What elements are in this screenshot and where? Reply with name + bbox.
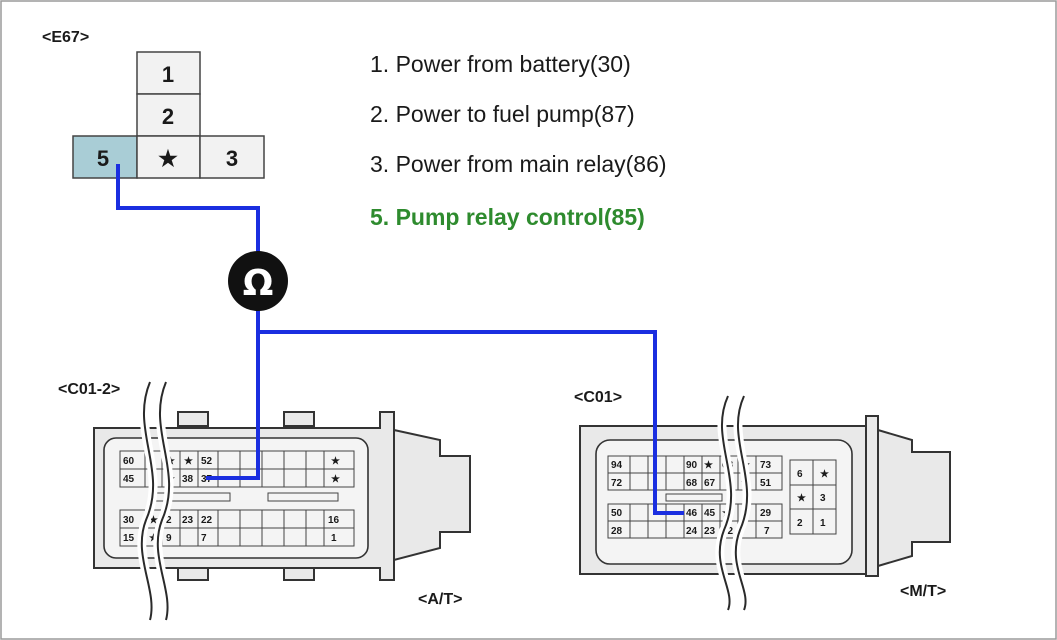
relay-pin-star-cell [136, 135, 201, 179]
pin-label: 51 [760, 478, 772, 489]
pin-label: ★ [704, 460, 713, 471]
connector-mt-flange [865, 415, 879, 577]
connector-at-latch [283, 411, 315, 427]
pin-label: 1 [820, 518, 826, 529]
relay-pin-5: 5 [97, 146, 109, 171]
connector-mt-key-slot [665, 493, 723, 502]
pin-label: 7 [764, 526, 770, 537]
connector-at-label: <C01-2> [58, 381, 120, 398]
pin-label: 9 [166, 533, 172, 544]
pin-label: ★ [797, 493, 806, 504]
pin-label: 90 [686, 460, 698, 471]
pin-label: 23 [182, 515, 194, 526]
connector-mt: 94 90 ★ 68 ★ 73 72 68 67 6 ★ 51 50 46 45… [579, 415, 951, 577]
connector-mt-variant: <M/T> [900, 583, 946, 600]
pin-label: 28 [611, 526, 623, 537]
connector-mt-grid [607, 455, 783, 539]
relay-label: <E67> [42, 29, 89, 46]
pin-label: ★ [820, 469, 829, 480]
pin-label: 38 [182, 474, 194, 485]
legend-line-5-highlight: 5. Pump relay control(85) [370, 204, 645, 230]
pin-label: 45 [704, 508, 716, 519]
legend-line-1: 1. Power from battery(30) [370, 51, 631, 77]
pin-46-label: 46 [686, 508, 698, 519]
pin-label: 2 [166, 515, 172, 526]
pin-label: 23 [704, 526, 716, 537]
pin-label: 22 [201, 515, 213, 526]
pin-label: 72 [611, 478, 623, 489]
connector-at-shroud [393, 428, 471, 562]
pin-label: 68 [686, 478, 698, 489]
legend-line-3: 3. Power from main relay(86) [370, 151, 667, 177]
pin-label: 45 [123, 474, 135, 485]
connector-mt-side-grid [789, 459, 837, 535]
pin-label: 7 [201, 533, 207, 544]
connector-mt-label: <C01> [574, 389, 622, 406]
pin-label: 60 [123, 456, 135, 467]
pin-label: 94 [611, 460, 623, 471]
pin-label: 15 [123, 533, 135, 544]
relay-pin-star: ★ [158, 146, 178, 171]
pin-label: 30 [123, 515, 135, 526]
pin-label: ★ [331, 456, 340, 467]
pin-label: 2 [797, 518, 803, 529]
connector-at-variant: <A/T> [418, 591, 462, 608]
pin-label: 1 [331, 533, 337, 544]
relay-pin-3-cell [199, 135, 265, 179]
pin-label: 29 [760, 508, 772, 519]
connector-mt-shroud [877, 428, 951, 568]
relay-pin-1-cell [136, 51, 201, 95]
relay-pin-2: 2 [162, 104, 174, 129]
pin-label: 52 [201, 456, 213, 467]
wire-relay-to-meter [116, 164, 260, 252]
relay-pin-1: 1 [162, 62, 174, 87]
pin-label: ★ [184, 456, 193, 467]
wire-meter-to-at-pin37 [206, 310, 260, 480]
ohmmeter-icon: Ω [228, 251, 288, 311]
relay-connector: 1 2 5 ★ 3 [72, 51, 265, 179]
connector-at-latch [177, 411, 209, 427]
pin-label: ★ [149, 515, 158, 526]
pin-label: ★ [331, 474, 340, 485]
pin-label: 50 [611, 508, 623, 519]
pin-label: 6 [797, 469, 803, 480]
harness-break-marks [137, 380, 752, 622]
pin-legend: 1. Power from battery(30) 2. Power to fu… [370, 51, 667, 230]
pin-label: 73 [760, 460, 772, 471]
pin-label: 3 [820, 493, 826, 504]
connector-at-key-slot [267, 492, 339, 502]
relay-pin-3: 3 [226, 146, 238, 171]
legend-line-2: 2. Power to fuel pump(87) [370, 101, 635, 127]
ohm-symbol: Ω [243, 263, 274, 304]
pin-label: 67 [704, 478, 716, 489]
pin-label: 16 [328, 515, 340, 526]
wire-meter-to-mt-pin46 [258, 330, 684, 515]
pin-label: 24 [686, 526, 698, 537]
